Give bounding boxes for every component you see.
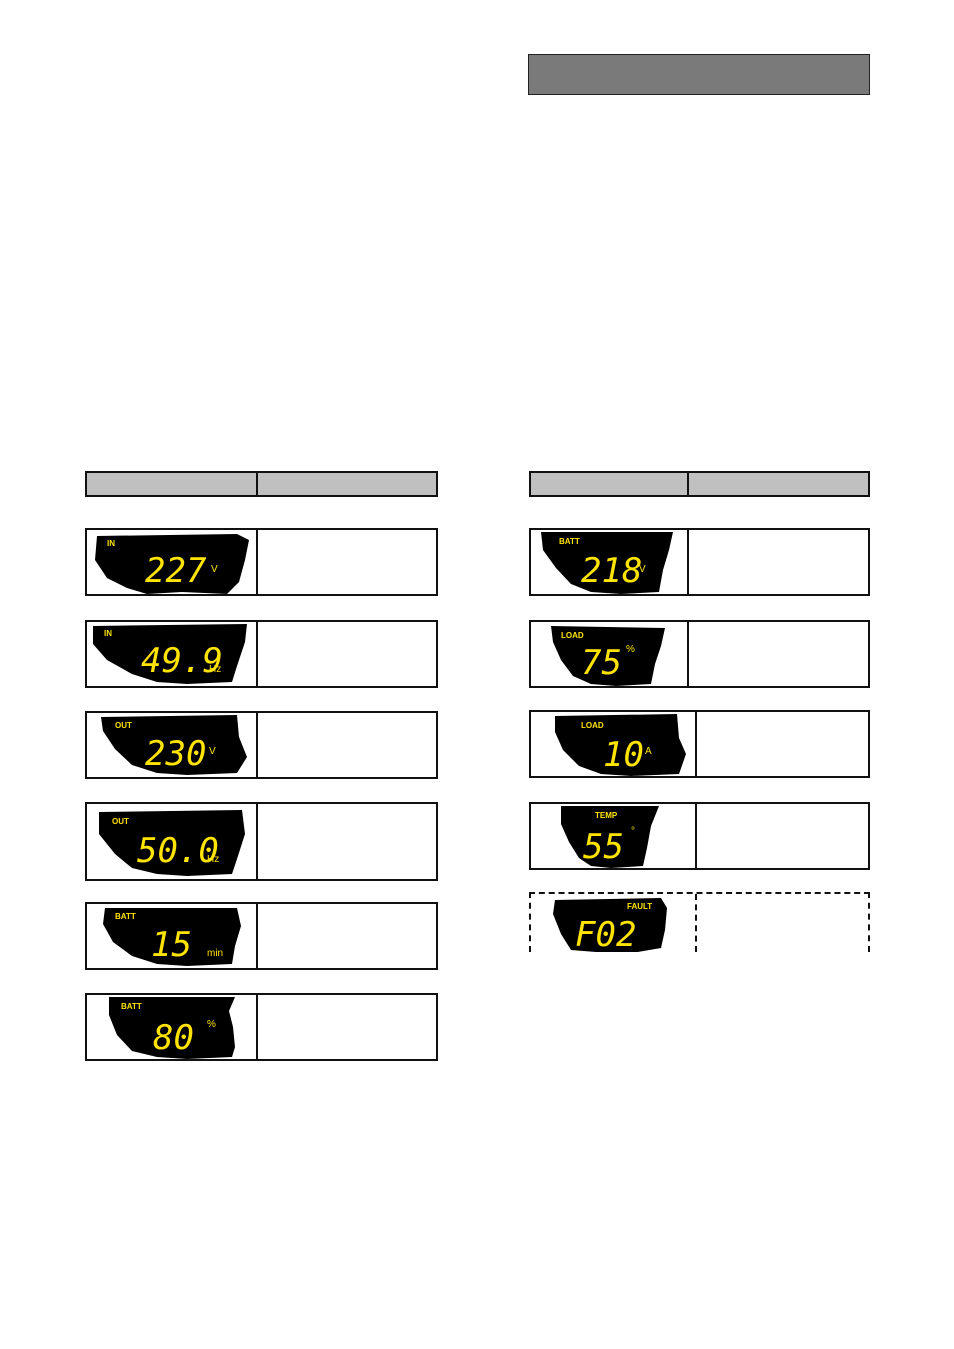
right-table-header-col-display [531,473,689,495]
lcd-panel-svg: OUT 50.0 Hz [99,810,245,876]
right-row-1: LOAD 75 % [529,620,870,688]
row-description [258,995,436,1059]
lcd-panel-shape [553,898,667,952]
lcd-unit: ° [631,826,635,837]
row-description [258,530,436,594]
lcd-value: 50.0 [137,831,219,871]
lcd-display: TEMP 55 ° [531,804,697,868]
lcd-panel-shape [555,714,686,776]
lcd-panel-shape [541,532,673,594]
lcd-unit: % [207,1019,216,1030]
left-table-header-col-display [87,473,258,495]
lcd-panel-shape [551,626,665,686]
lcd-display: OUT 230 V [87,713,258,777]
lcd-value: 10 [603,735,644,775]
lcd-panel-svg: IN 49.9 Hz [93,624,247,684]
lcd-unit: V [211,564,218,575]
lcd-panel-shape [93,624,247,684]
lcd-display: BATT 218 V [531,530,689,594]
left-table-header [85,471,438,497]
lcd-panel-svg: BATT 218 V [541,532,673,594]
lcd-display: LOAD 75 % [531,622,689,686]
lcd-panel-svg: FAULT F02 [553,898,667,952]
lcd-value: 218 [581,551,642,591]
lcd-value: 15 [151,925,192,965]
lcd-value: 49.9 [141,641,223,681]
lcd-panel-shape [95,534,249,594]
lcd-display: BATT 80 % [87,995,258,1059]
lcd-label: IN [107,539,115,548]
lcd-label: FAULT [627,902,652,911]
lcd-label: LOAD [561,631,584,640]
lcd-value: 230 [145,734,206,774]
right-table-header-col-description [689,473,868,495]
lcd-panel-shape [103,908,241,966]
lcd-label: LOAD [581,721,604,730]
left-row-2: OUT 230 V [85,711,438,779]
lcd-display: FAULT F02 [531,894,697,952]
row-description [689,530,868,594]
row-description [258,904,436,968]
lcd-display: OUT 50.0 Hz [87,804,258,879]
row-description [258,622,436,686]
lcd-panel-svg: BATT 15 min [103,908,241,966]
row-description [258,713,436,777]
lcd-unit: % [626,644,635,655]
right-row-3: TEMP 55 ° [529,802,870,870]
lcd-panel-shape [101,715,247,775]
lcd-label: BATT [115,912,136,921]
left-row-1: IN 49.9 Hz [85,620,438,688]
left-row-3: OUT 50.0 Hz [85,802,438,881]
lcd-unit: min [207,948,223,959]
lcd-unit: A [645,746,652,757]
right-row-0: BATT 218 V [529,528,870,596]
lcd-panel-svg: BATT 80 % [109,997,235,1059]
row-description [697,712,868,776]
lcd-panel-shape [99,810,245,876]
row-description [697,894,868,952]
lcd-value: 75 [581,643,622,683]
lcd-label: BATT [559,537,580,546]
lcd-display: BATT 15 min [87,904,258,968]
right-row-2: LOAD 10 A [529,710,870,778]
lcd-unit: Hz [207,854,219,865]
right-row-4: FAULT F02 [529,892,870,952]
left-row-5: BATT 80 % [85,993,438,1061]
right-table-header [529,471,870,497]
lcd-panel-svg: OUT 230 V [101,715,247,775]
lcd-unit: V [639,564,646,575]
lcd-label: TEMP [595,811,618,820]
lcd-value: F02 [575,915,636,952]
row-description [258,804,436,879]
left-row-0: IN 227 V [85,528,438,596]
left-table-header-col-description [258,473,436,495]
lcd-value: 55 [583,827,624,867]
lcd-value: 80 [153,1018,194,1058]
left-row-4: BATT 15 min [85,902,438,970]
lcd-panel-svg: IN 227 V [95,534,249,594]
lcd-unit: Hz [209,664,221,675]
lcd-panel-shape [561,806,659,868]
lcd-panel-shape [109,997,235,1059]
lcd-panel-svg: LOAD 75 % [551,626,665,686]
section-header-bar [528,54,870,95]
lcd-panel-svg: LOAD 10 A [555,714,686,776]
lcd-label: OUT [115,721,132,730]
lcd-label: BATT [121,1002,142,1011]
lcd-value: 227 [145,551,207,591]
row-description [689,622,868,686]
lcd-label: IN [104,629,112,638]
lcd-label: OUT [112,817,129,826]
row-description [697,804,868,868]
lcd-display: IN 49.9 Hz [87,622,258,686]
lcd-display: IN 227 V [87,530,258,594]
lcd-unit: V [209,746,216,757]
lcd-display: LOAD 10 A [531,712,697,776]
lcd-panel-svg: TEMP 55 ° [561,806,659,868]
